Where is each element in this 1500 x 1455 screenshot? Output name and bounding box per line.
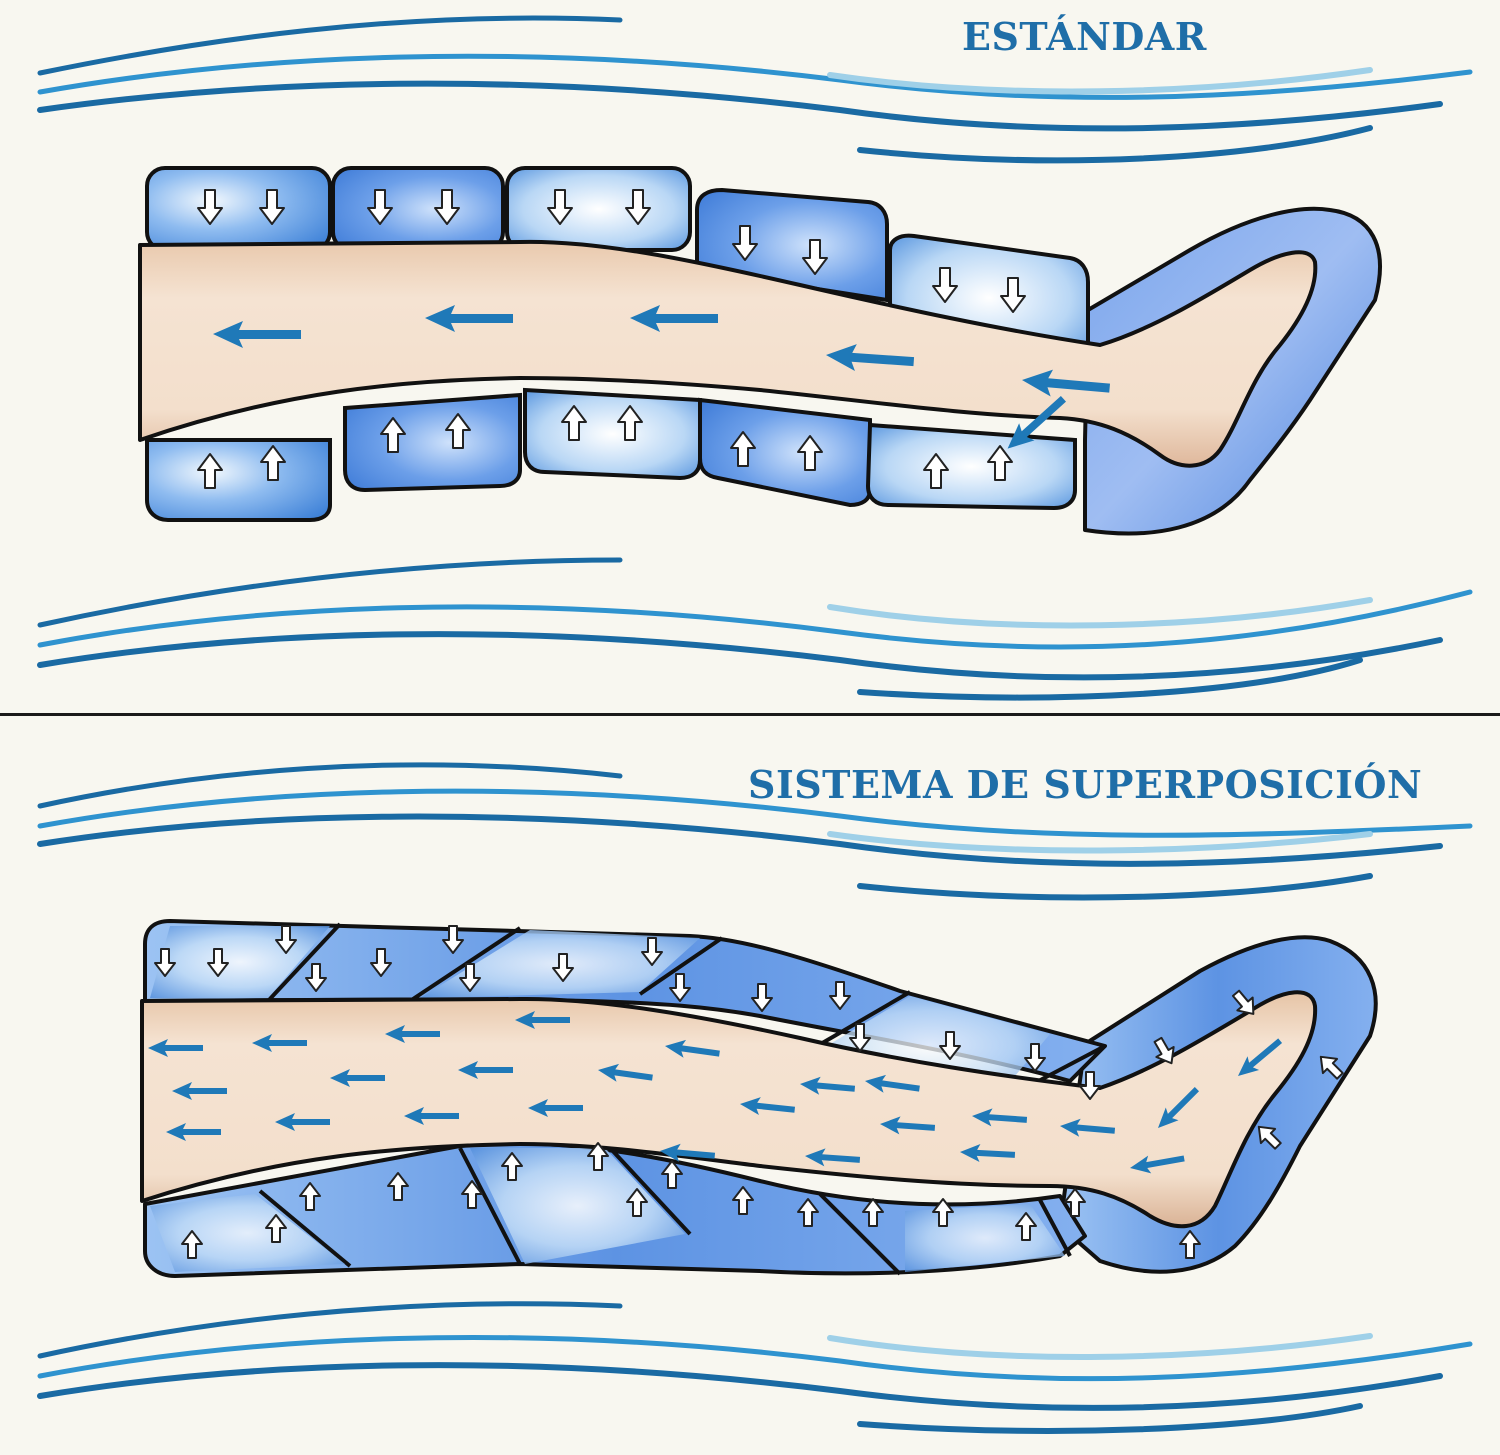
wave-decoration-top bbox=[37, 762, 1473, 901]
lower-band-segments bbox=[258, 1146, 1072, 1276]
panel-title-standard: ESTÁNDAR bbox=[962, 14, 1207, 59]
panel-overlapping: SISTEMA DE SUPERPOSICIÓN bbox=[0, 716, 1500, 1455]
wave-decoration-top bbox=[37, 15, 1473, 164]
wave-decoration-bottom bbox=[37, 557, 1473, 701]
standard-illustration bbox=[37, 15, 1473, 701]
panel-divider bbox=[0, 713, 1500, 716]
panel-title-overlapping: SISTEMA DE SUPERPOSICIÓN bbox=[748, 762, 1423, 807]
wave-decoration-bottom bbox=[37, 1301, 1473, 1434]
panel-standard: ESTÁNDAR bbox=[0, 0, 1500, 713]
leg bbox=[138, 239, 1318, 468]
leg bbox=[140, 990, 1318, 1229]
overlapping-illustration bbox=[37, 762, 1473, 1434]
